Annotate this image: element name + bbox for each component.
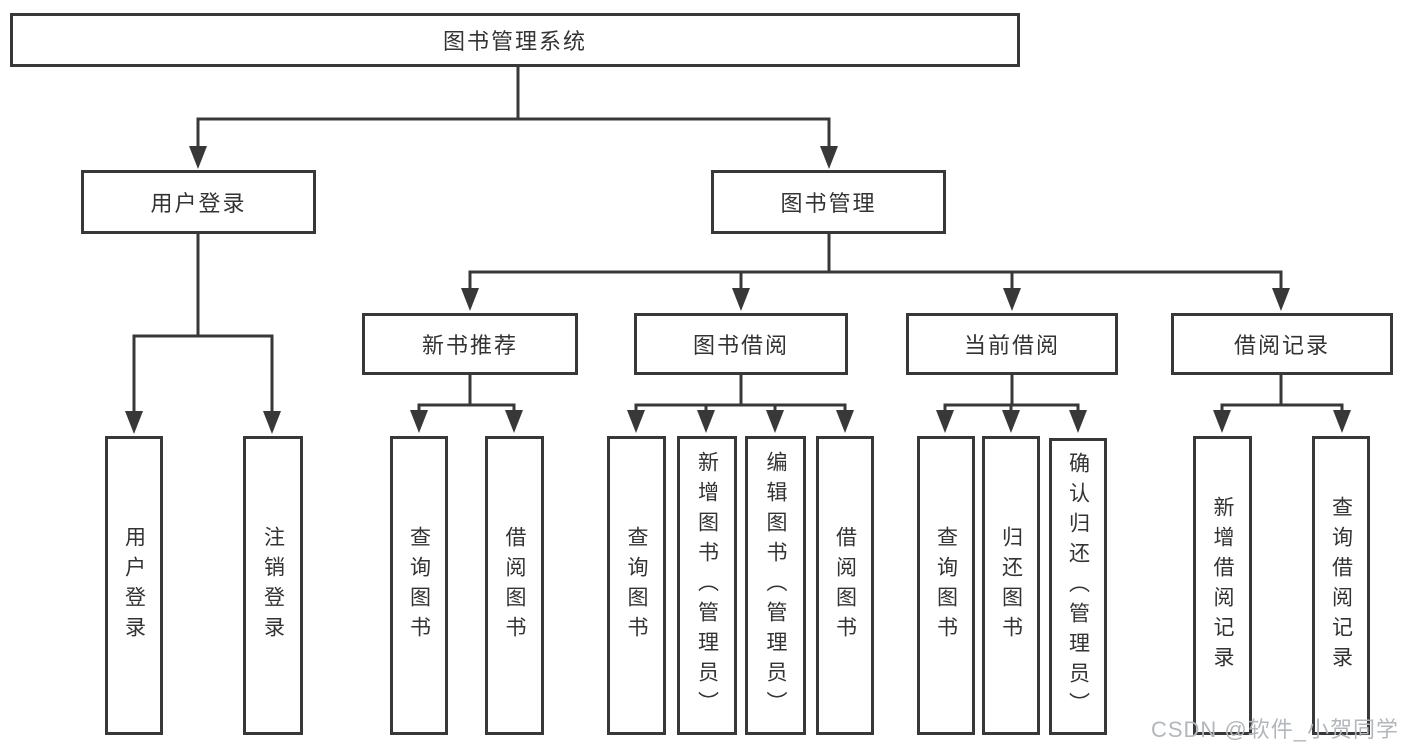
arrowheads xyxy=(125,146,1351,434)
node-book-management: 图书管理 xyxy=(711,170,946,234)
leaf-borrow-books: 借阅图书 xyxy=(816,436,874,735)
leaf-edit-books-admin: 编辑图书（管理员） xyxy=(745,436,806,735)
leaf-return-books: 归还图书 xyxy=(982,436,1040,735)
watermark: CSDN @软件_小贺同学 xyxy=(1150,717,1399,742)
leaf-query-borrow-record: 查询借阅记录 xyxy=(1312,436,1370,735)
node-book-borrow: 图书借阅 xyxy=(634,313,848,375)
leaf-borrow-books-recommend: 借阅图书 xyxy=(485,436,544,735)
leaf-logout: 注销登录 xyxy=(243,436,303,735)
node-new-book-recommend: 新书推荐 xyxy=(362,313,578,375)
leaf-query-books-borrow: 查询图书 xyxy=(607,436,666,735)
leaf-query-books-current: 查询图书 xyxy=(917,436,975,735)
node-borrow-records: 借阅记录 xyxy=(1171,313,1393,375)
node-user-login: 用户登录 xyxy=(81,170,316,234)
leaf-add-books-admin: 新增图书（管理员） xyxy=(677,436,737,735)
leaf-user-login: 用户登录 xyxy=(105,436,163,735)
leaf-add-borrow-record: 新增借阅记录 xyxy=(1193,436,1252,735)
leaf-confirm-return-admin: 确认归还（管理员） xyxy=(1049,438,1107,735)
leaf-query-books-recommend: 查询图书 xyxy=(390,436,448,735)
node-root: 图书管理系统 xyxy=(10,13,1020,67)
node-current-borrow: 当前借阅 xyxy=(906,313,1118,375)
